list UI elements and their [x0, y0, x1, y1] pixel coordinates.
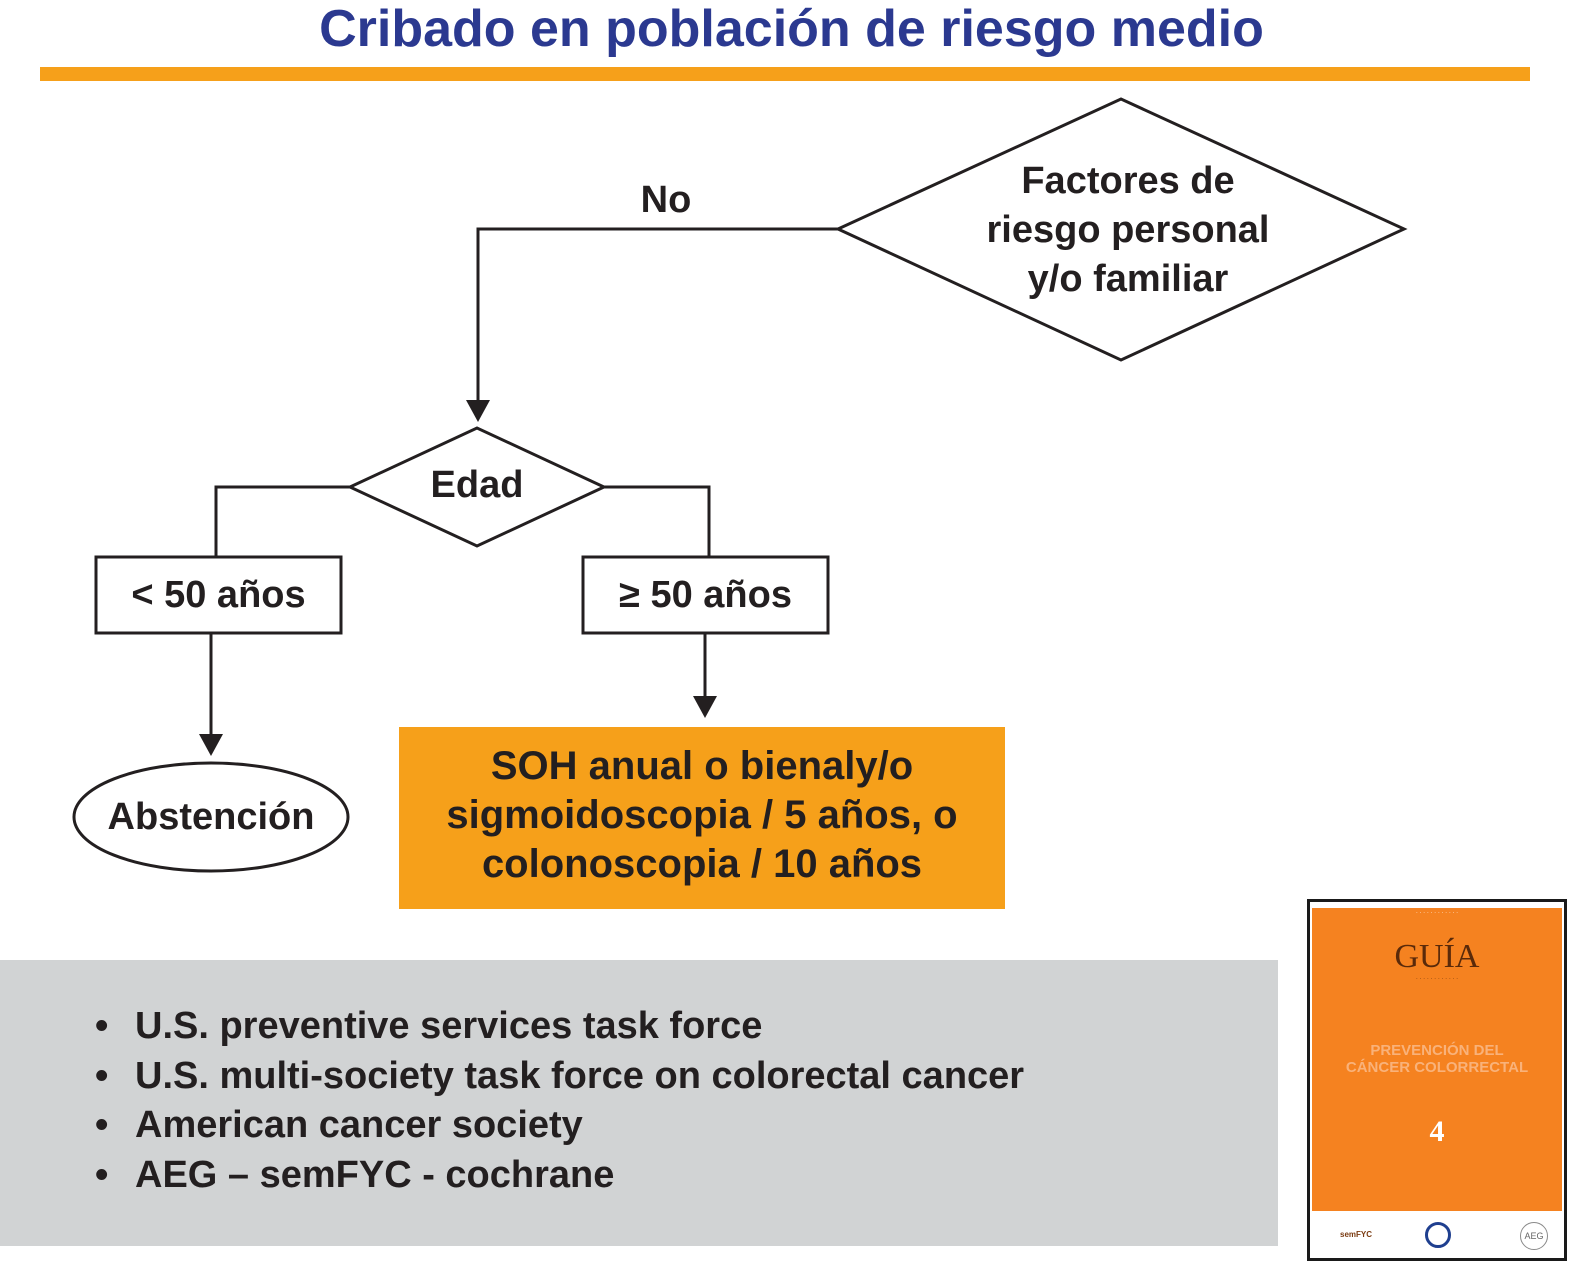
cover-number: 4: [1429, 1115, 1445, 1148]
reference-text: U.S. multi-society task force on colorec…: [135, 1054, 1025, 1097]
recommendation-line: SOH anual o bienaly/o: [490, 744, 914, 788]
recommendation-box: [399, 727, 1005, 909]
bullet-icon: •: [95, 1104, 109, 1146]
guide-cover-image: · · · · · · · · · · · · GUÍA · · · · · ·…: [1307, 899, 1567, 1261]
arrowhead: [693, 696, 717, 718]
reference-item: • U.S. multi-society task force on colore…: [95, 1052, 1024, 1102]
edge-label-no: No: [640, 179, 692, 221]
arrowhead: [199, 734, 223, 756]
cover-heading-line: CÁNCER COLORRECTAL: [1345, 1059, 1529, 1076]
cover-panel: · · · · · · · · · · · · GUÍA · · · · · ·…: [1312, 908, 1562, 1211]
under-50-line: [214, 485, 350, 557]
risk-factors-line: y/o familiar: [1027, 258, 1229, 300]
age-label: Edad: [430, 464, 524, 506]
bullet-icon: •: [95, 1054, 109, 1097]
references-panel: • U.S. preventive services task force • U.…: [0, 960, 1278, 1246]
society-seal-icon: [1425, 1222, 1451, 1248]
recommendation-line: sigmoidoscopia / 5 años, o: [446, 793, 958, 837]
cover-logos: semFYC AEG: [1312, 1216, 1562, 1258]
reference-text: U.S. preventive services task force: [135, 1005, 763, 1047]
risk-factors-diamond: [834, 97, 1408, 362]
cover-title: GUÍA: [1394, 938, 1480, 975]
references-list: • U.S. preventive services task force • U.…: [95, 1002, 1024, 1200]
flowchart-connectors: [72, 97, 1408, 873]
reference-item: • American cancer society: [95, 1101, 1024, 1151]
under-50-label: < 50 años: [131, 574, 306, 616]
under-50-box: [94, 555, 343, 635]
reference-text: AEG – semFYC - cochrane: [135, 1153, 615, 1196]
aeg-logo: AEG: [1520, 1222, 1548, 1250]
semfyc-logo: semFYC: [1340, 1230, 1373, 1239]
reference-item: • U.S. preventive services task force: [95, 1002, 1024, 1052]
over-50-line: [604, 485, 711, 557]
no-branch-line: [476, 227, 838, 404]
risk-factors-line: Factores de: [1021, 160, 1235, 202]
recommendation-line: colonoscopia / 10 años: [481, 842, 923, 886]
bullet-icon: •: [95, 1153, 109, 1196]
cover-heading: PREVENCIÓN DEL CÁNCER COLORRECTAL: [1312, 1042, 1562, 1076]
cover-url-strip: · · · · · · · · · · · ·: [1415, 910, 1459, 916]
page-title: Cribado en población de riesgo medio: [319, 0, 1264, 58]
reference-text: American cancer society: [135, 1104, 583, 1146]
risk-factors-line: riesgo personal: [986, 209, 1270, 251]
bullet-icon: •: [95, 1005, 109, 1047]
cover-heading-line: PREVENCIÓN DEL: [1370, 1042, 1504, 1059]
arrowhead: [466, 400, 490, 422]
reference-item: • AEG – semFYC - cochrane: [95, 1151, 1024, 1201]
risk-factors-label: Factores de riesgo personal y/o familiar: [928, 157, 1328, 304]
abstention-label: Abstención: [107, 796, 315, 838]
title-underline: [40, 67, 1530, 81]
cover-subtitle-strip: · · · · · · · · · · · ·: [1415, 976, 1459, 982]
recommendation-text: SOH anual o bienaly/o sigmoidoscopia / 5…: [399, 742, 1005, 889]
over-50-label: ≥ 50 años: [619, 574, 792, 616]
abstention-ellipse: [72, 761, 350, 873]
